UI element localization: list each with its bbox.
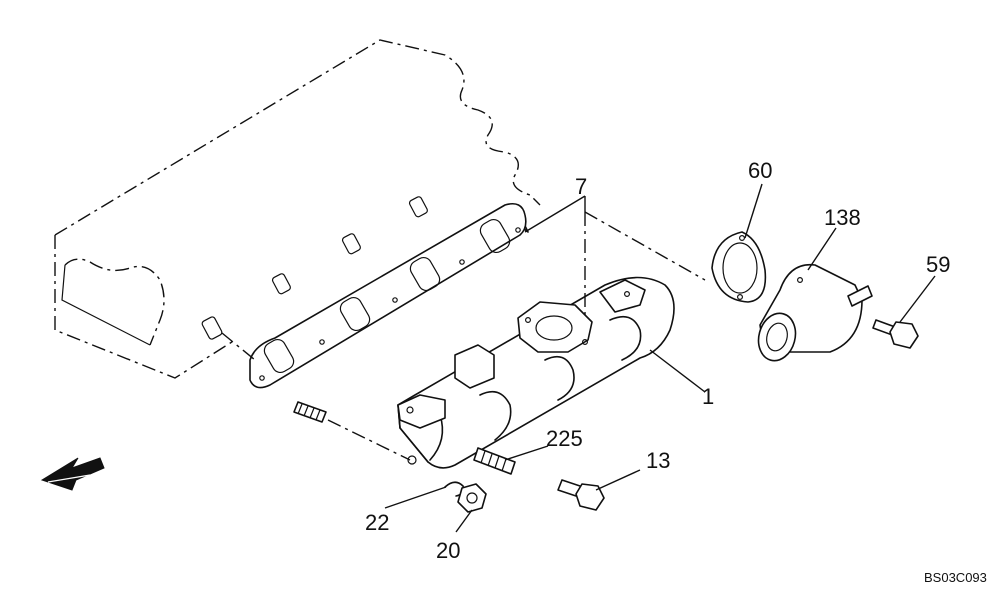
label-part-20: 20: [436, 538, 460, 563]
adapter-elbow: [757, 263, 873, 362]
nut: [457, 483, 487, 513]
label-part-22: 22: [365, 510, 389, 535]
label-part-138: 138: [824, 205, 861, 230]
drawing-reference: BS03C093: [924, 570, 987, 585]
label-part-225: 225: [546, 426, 583, 451]
label-part-60: 60: [748, 158, 772, 183]
manifold-gasket: [249, 202, 529, 389]
cylinder-head-outline: [54, 39, 541, 379]
label-part-13: 13: [646, 448, 670, 473]
label-part-59: 59: [926, 252, 950, 277]
stud-left: [293, 401, 327, 423]
adapter-gasket: [711, 231, 767, 303]
bolt-59: [872, 319, 919, 349]
leader-lines: [384, 183, 936, 533]
bolt-13: [557, 479, 605, 511]
label-part-1: 1: [702, 384, 714, 409]
stud-225: [473, 447, 516, 475]
exhaust-manifold: [397, 276, 675, 469]
flange-centerline: [584, 211, 706, 281]
gasket-centerline: [221, 332, 256, 361]
stud-centerline: [327, 419, 411, 461]
arrow-front-icon: [40, 457, 105, 491]
label-part-7: 7: [575, 174, 587, 199]
